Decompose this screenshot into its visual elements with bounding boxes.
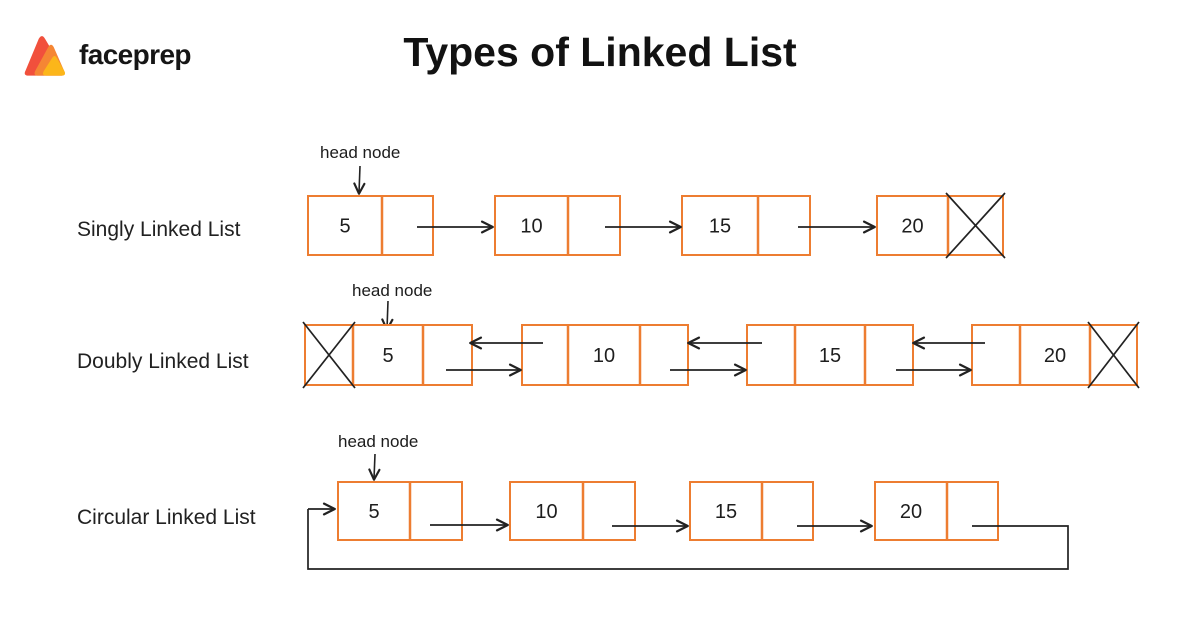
head-pointer-arrow	[353, 165, 366, 195]
row-label-circular: Circular Linked List	[77, 506, 256, 529]
circular-loop-path	[307, 509, 1069, 570]
node-value: 15	[715, 501, 737, 523]
node-value: 5	[368, 501, 379, 523]
node-box-singly-2	[681, 195, 811, 256]
head-node-label: head node	[352, 281, 433, 300]
row-label-singly: Singly Linked List	[77, 218, 241, 241]
logo-triangle-yellow	[43, 55, 66, 76]
node-value: 20	[901, 216, 923, 238]
node-box-doubly-0	[304, 324, 473, 386]
faceprep-logo-text: faceprep	[79, 39, 192, 70]
node-box-circular-2	[689, 481, 814, 541]
head-node-label: head node	[338, 432, 419, 451]
null-cross-line	[1087, 321, 1140, 389]
node-value: 20	[1044, 345, 1066, 367]
node-box-circular-1	[509, 481, 636, 541]
faceprep-logo-icon	[24, 36, 66, 76]
row-label-doubly: Doubly Linked List	[77, 350, 249, 373]
node-value: 10	[535, 501, 557, 523]
node-value: 5	[339, 216, 350, 238]
node-box-singly-3	[876, 195, 1004, 256]
node-value: 20	[900, 501, 922, 523]
faceprep-logo: faceprep	[22, 31, 192, 79]
node-box-singly-1	[494, 195, 621, 256]
node-value: 10	[593, 345, 615, 367]
null-cross-line	[302, 321, 356, 389]
node-box-singly-0	[307, 195, 434, 256]
head-pointer-arrow	[368, 453, 381, 481]
node-value: 10	[520, 216, 542, 238]
null-cross-line	[945, 192, 1006, 259]
node-value: 15	[709, 216, 731, 238]
node-box-circular-0	[337, 481, 463, 541]
head-node-label: head node	[320, 143, 401, 162]
node-box-circular-3	[874, 481, 999, 541]
node-box-doubly-3	[971, 324, 1138, 386]
node-box-doubly-2	[746, 324, 914, 386]
node-value: 15	[819, 345, 841, 367]
node-value: 5	[382, 345, 393, 367]
page-title: Types of Linked List	[403, 29, 797, 75]
node-box-doubly-1	[521, 324, 689, 386]
